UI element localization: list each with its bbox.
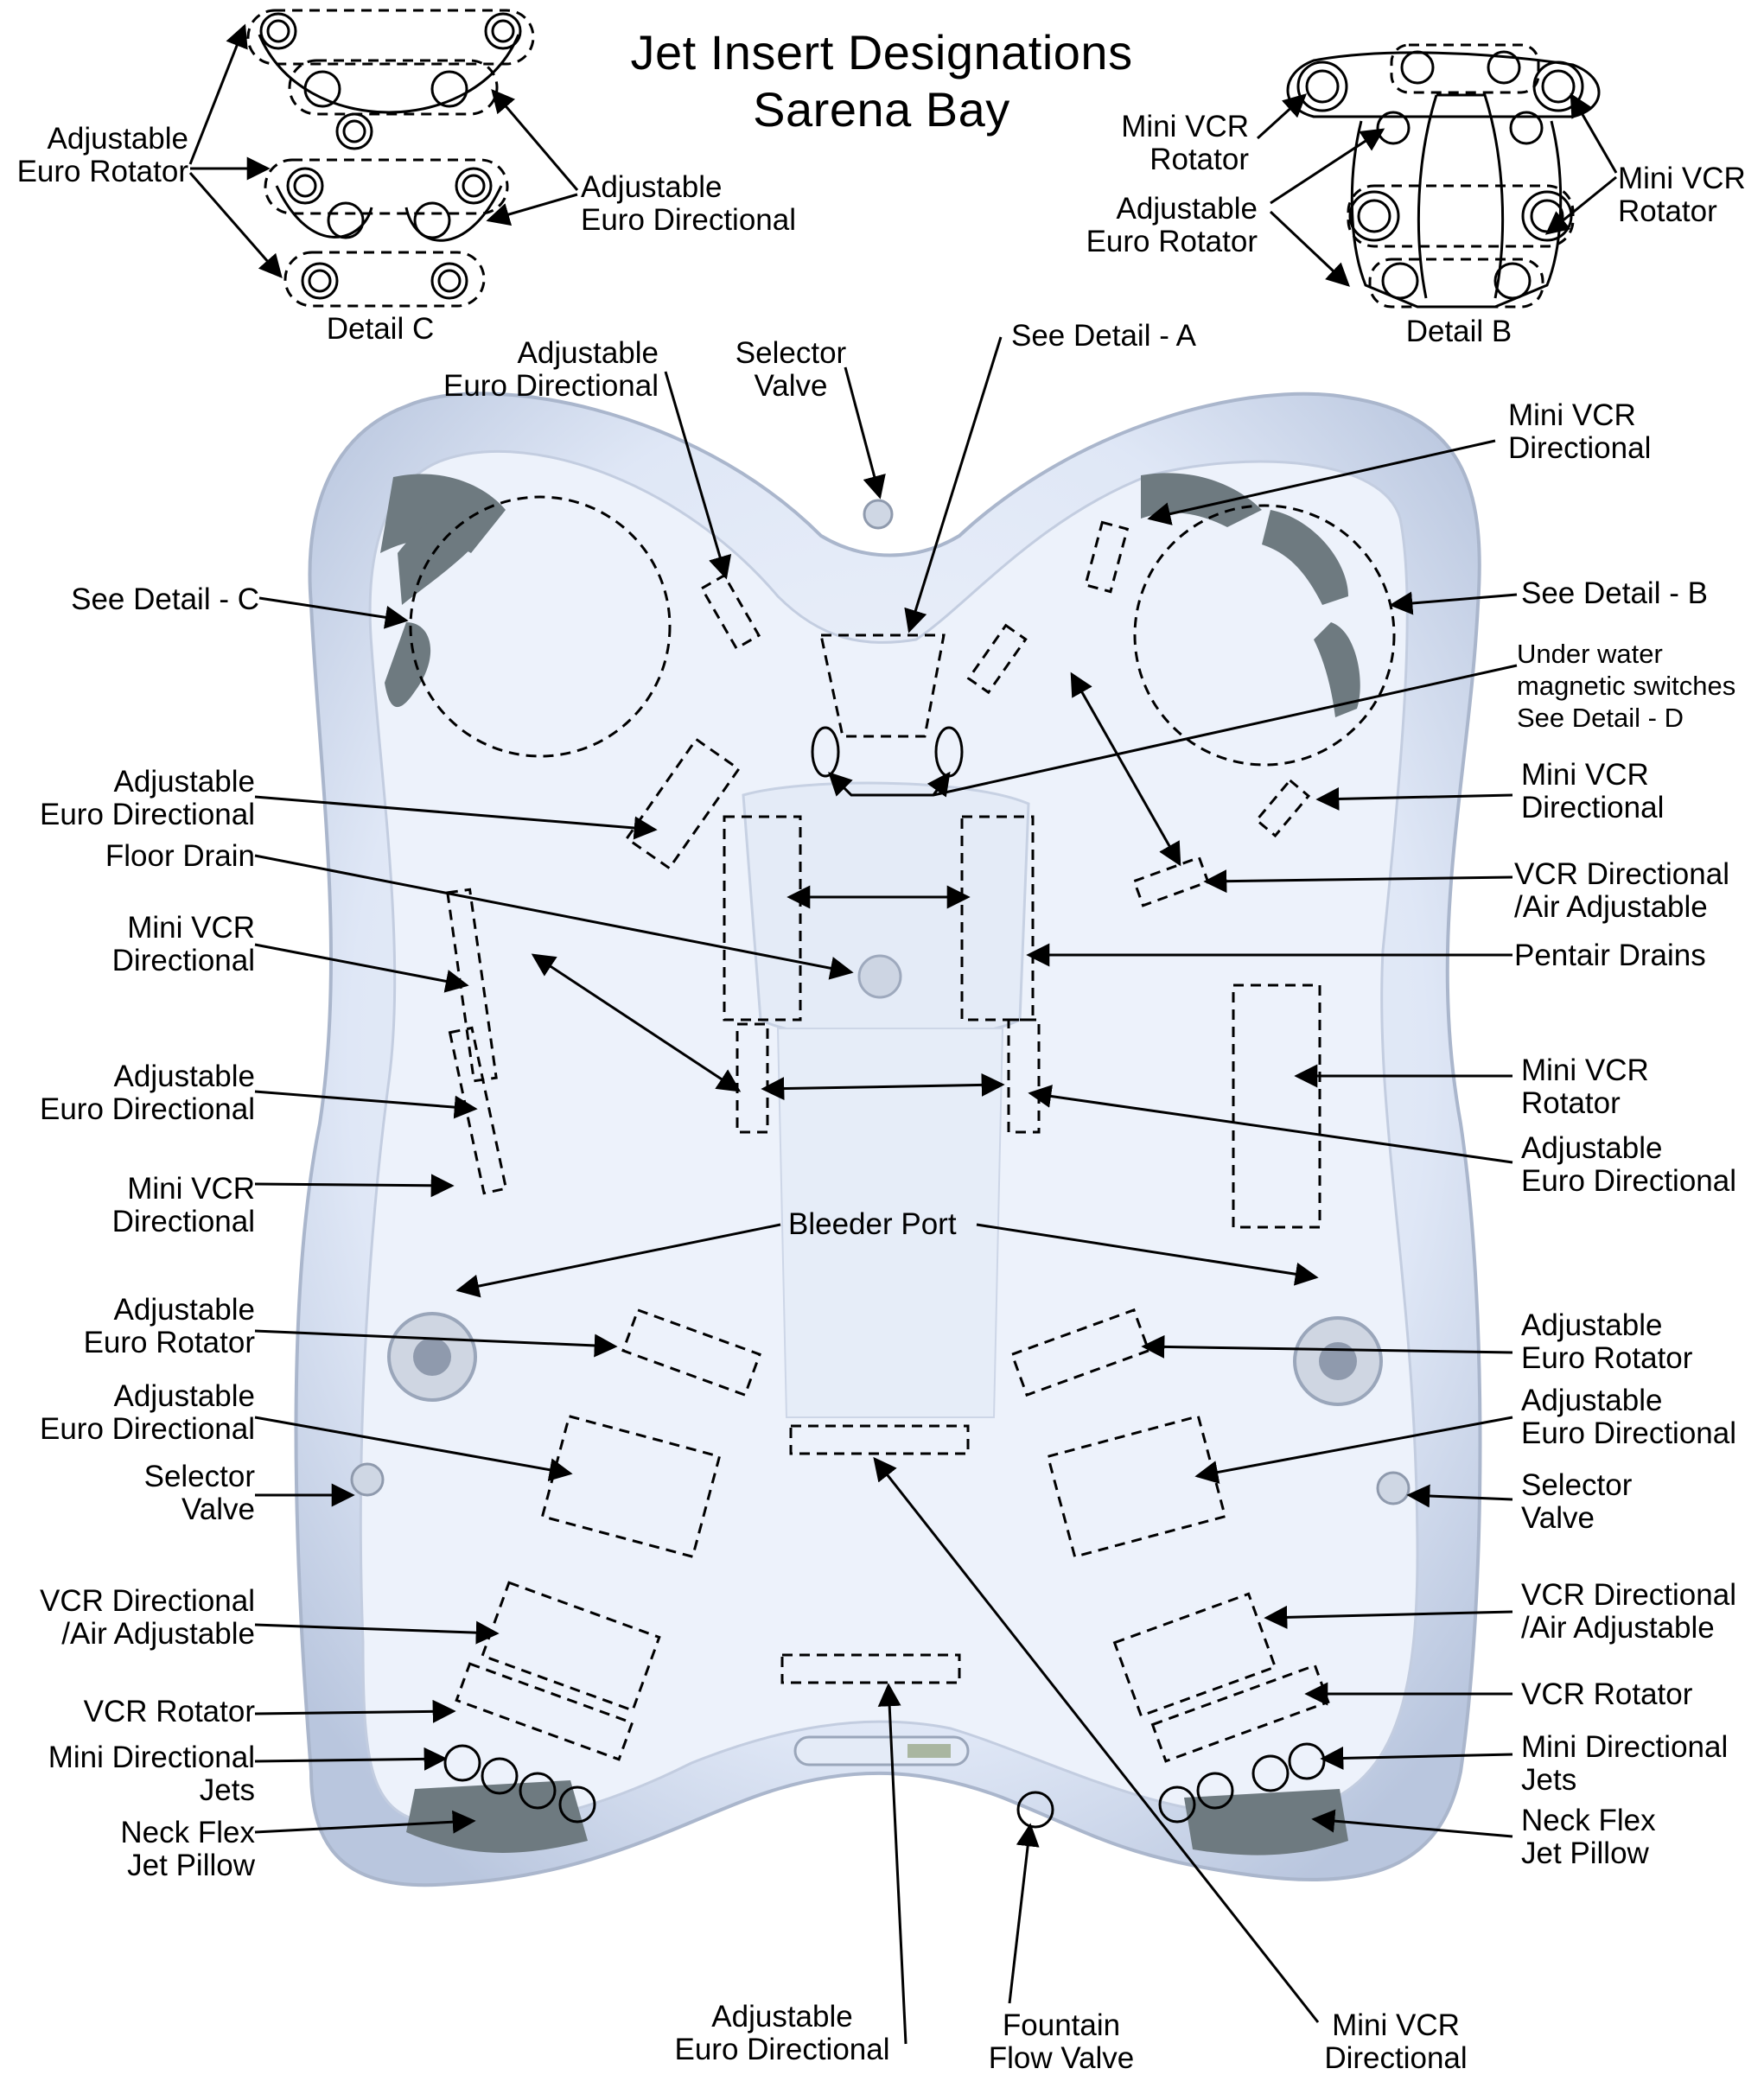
label-left-vcr-directional-air: VCR Directional/Air Adjustable — [0, 1585, 255, 1651]
label-pentair-drains: Pentair Drains — [1514, 939, 1706, 972]
label-see-detail-b: See Detail - B — [1521, 577, 1708, 610]
label-see-detail-a: See Detail - A — [1011, 320, 1196, 353]
label-left-vcr-rotator: VCR Rotator — [0, 1696, 255, 1728]
detail-b-caption: Detail B — [1372, 315, 1545, 348]
label-floor-drain: Floor Drain — [0, 840, 255, 873]
label-right-vcr-directional-air-1: VCR Directional/Air Adjustable — [1514, 858, 1729, 924]
detail-b-diagram — [1288, 45, 1599, 307]
title-line-1: Jet Insert Designations — [484, 24, 1279, 81]
label-see-detail-c: See Detail - C — [0, 583, 259, 616]
label-right-vcr-rotator: VCR Rotator — [1521, 1678, 1692, 1711]
label-bleeder-port: Bleeder Port — [788, 1208, 957, 1241]
label-right-vcr-directional-air-2: VCR Directional/Air Adjustable — [1521, 1579, 1736, 1645]
